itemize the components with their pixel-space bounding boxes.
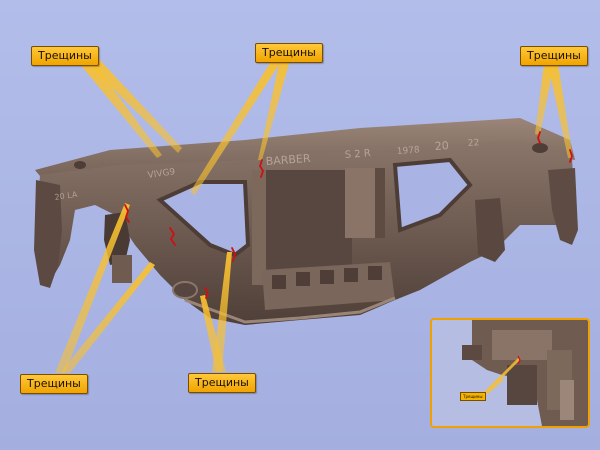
left-pedestal <box>34 180 62 288</box>
marking-20: 20 <box>434 139 449 153</box>
inset-detail-view: Трещины <box>430 318 590 428</box>
boss-top-left <box>74 161 86 169</box>
crack-mark-6 <box>569 149 573 163</box>
ray-bottom-center-2 <box>200 295 226 372</box>
boss-left <box>172 281 198 299</box>
inset-ray-2 <box>484 378 504 394</box>
marking-s2r: S 2 R <box>344 148 371 161</box>
side-frame <box>34 118 578 325</box>
inset-ray <box>484 358 520 392</box>
spring-seat-pockets <box>272 266 382 289</box>
spring-seat <box>262 262 395 310</box>
inset-pedestal-face <box>492 330 552 360</box>
inset-block-4 <box>560 380 574 420</box>
ray-bottom-left <box>55 203 130 373</box>
ray-top-center-2 <box>190 60 282 195</box>
left-window <box>160 182 248 255</box>
bolster-opening <box>262 170 352 270</box>
ray-bottom-left-2 <box>60 262 155 373</box>
marking-22: 22 <box>468 138 480 149</box>
right-pedestal-inner <box>475 198 505 262</box>
marking-left-code: 20 LA <box>54 190 78 202</box>
crack-label-bottom-left: Трещины <box>20 374 88 394</box>
boss-top-right <box>532 143 548 153</box>
crack-label-top-right: Трещины <box>520 46 588 66</box>
pointer-rays <box>55 56 573 373</box>
marking-left: VIVG9 <box>147 167 176 181</box>
ray-top-right-2 <box>535 64 554 135</box>
right-window <box>395 160 470 230</box>
right-pedestal <box>548 168 578 245</box>
bolster-column-right-shadow <box>375 168 385 238</box>
inset-crack-label: Трещины <box>460 392 486 401</box>
bolster-column-left <box>252 170 266 285</box>
crack-marks <box>124 131 573 299</box>
ray-top-right <box>548 64 573 158</box>
crack-mark-1 <box>259 159 264 178</box>
right-window-rim <box>392 157 473 233</box>
ray-top-left-2 <box>80 58 162 158</box>
marking-year: 1978 <box>397 145 421 157</box>
inset-block-2 <box>507 365 537 405</box>
inset-block-1 <box>462 345 482 360</box>
crack-mark-3 <box>169 227 176 246</box>
brand-marking: BARBER <box>265 152 311 168</box>
crack-label-top-left: Трещины <box>31 46 99 66</box>
casting-markings: BARBER S 2 R 1978 20 22 VIVG9 20 LA <box>54 138 480 202</box>
crack-mark-2 <box>124 204 130 223</box>
crack-label-top-center: Трещины <box>255 43 323 63</box>
crack-mark-7 <box>537 131 541 144</box>
inset-illustration <box>432 320 588 426</box>
ray-top-left <box>86 56 182 153</box>
crack-label-bottom-center: Трещины <box>188 373 256 393</box>
left-pedestal-block <box>112 255 132 283</box>
inset-crack-mark <box>517 355 521 365</box>
crack-mark-5 <box>204 287 210 299</box>
crack-mark-4 <box>231 247 236 262</box>
ray-top-center <box>258 60 290 160</box>
